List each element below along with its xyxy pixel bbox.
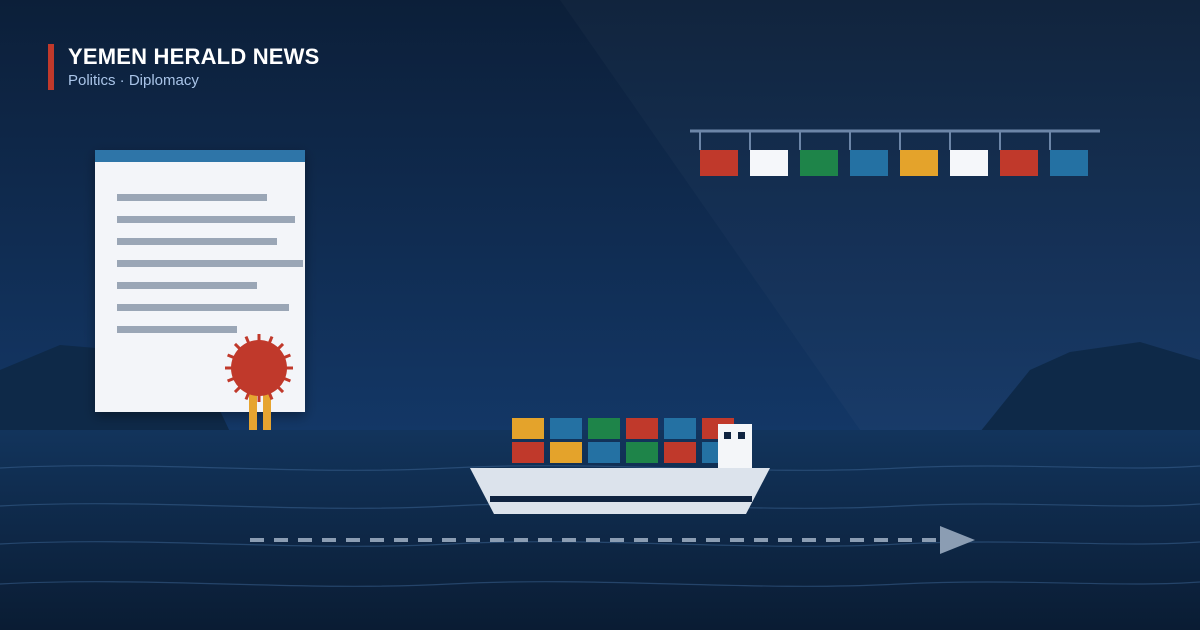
sea xyxy=(0,430,1200,630)
bunting-flags-icon xyxy=(690,129,1100,176)
cargo-container xyxy=(664,418,696,439)
flag xyxy=(750,150,788,176)
site-tagline: Politics · Diplomacy xyxy=(68,72,199,89)
flag xyxy=(1050,150,1088,176)
flag xyxy=(1000,150,1038,176)
flag xyxy=(850,150,888,176)
cargo-container xyxy=(588,418,620,439)
cargo-container xyxy=(664,442,696,463)
cargo-container xyxy=(512,442,544,463)
cargo-container xyxy=(512,418,544,439)
wax-seal-icon xyxy=(225,334,293,430)
flag xyxy=(950,150,988,176)
accent-bar xyxy=(48,44,54,90)
flag xyxy=(800,150,838,176)
cargo-container xyxy=(588,442,620,463)
dashed-arrow-icon xyxy=(250,526,975,554)
cargo-container xyxy=(550,418,582,439)
cargo-container xyxy=(626,442,658,463)
container-ship-icon xyxy=(470,418,770,514)
sea-waves xyxy=(0,465,1200,587)
cargo-container xyxy=(550,442,582,463)
site-name: YEMEN HERALD NEWS xyxy=(68,44,320,69)
brand-block: YEMEN HERALD NEWS Politics · Diplomacy xyxy=(48,44,320,90)
right-hill xyxy=(980,342,1200,432)
flag xyxy=(900,150,938,176)
document-text-lines xyxy=(117,194,303,333)
flag xyxy=(700,150,738,176)
cargo-container xyxy=(626,418,658,439)
